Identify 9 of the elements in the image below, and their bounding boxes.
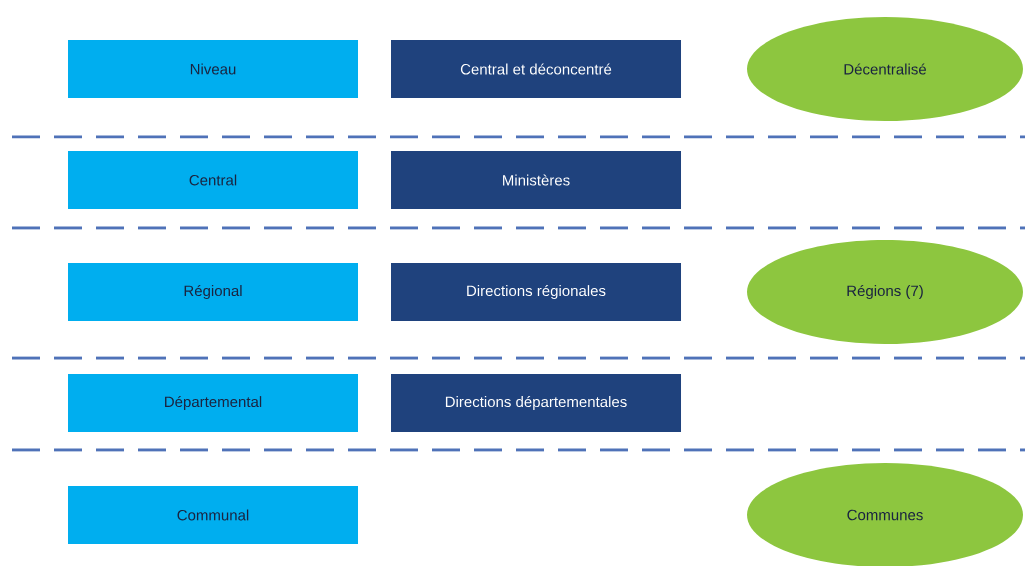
service-box: Ministères [391, 151, 681, 209]
level-box: Départemental [68, 374, 358, 432]
service-box: Central et déconcentré [391, 40, 681, 98]
service-box: Directions régionales [391, 263, 681, 321]
service-box: Directions départementales [391, 374, 681, 432]
level-box: Communal [68, 486, 358, 544]
level-box: Central [68, 151, 358, 209]
level-box: Régional [68, 263, 358, 321]
level-box: Niveau [68, 40, 358, 98]
